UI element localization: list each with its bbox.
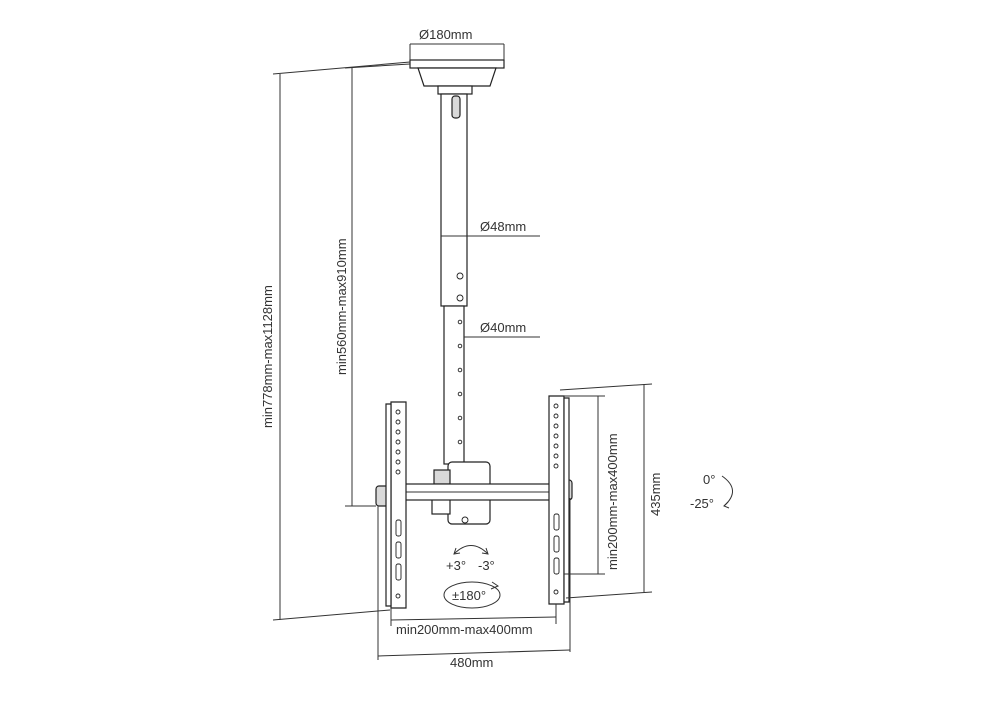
- left-vertical-bracket: [385, 401, 407, 609]
- outer-tube: [440, 93, 468, 307]
- tilt-angle-annotation: 0° -25°: [690, 472, 733, 511]
- vesa-horizontal-label: min200mm-max400mm: [396, 622, 533, 637]
- inner-tube-dimension: Ø40mm: [464, 320, 540, 338]
- total-height-label: min778mm-max1128mm: [260, 285, 275, 428]
- rotation-annotation: ±180°: [443, 581, 501, 609]
- tilt-top-label: 0°: [703, 472, 715, 487]
- level-adjust-annotation: +3° -3°: [446, 545, 495, 573]
- total-width-label: 480mm: [450, 655, 493, 670]
- vesa-vertical-dimension: min200mm-max400mm: [564, 395, 620, 575]
- ceiling-plate-label: Ø180mm: [419, 27, 472, 42]
- level-plus-label: +3°: [446, 558, 466, 573]
- ceiling-plate: [409, 59, 505, 95]
- vesa-vertical-label: min200mm-max400mm: [605, 433, 620, 570]
- pole-length-label: min560mm-max910mm: [334, 238, 349, 375]
- total-height-dimension: min778mm-max1128mm: [260, 61, 411, 621]
- outer-tube-dimension: Ø48mm: [467, 219, 540, 237]
- level-minus-label: -3°: [478, 558, 495, 573]
- vesa-horizontal-dimension: min200mm-max400mm: [390, 604, 557, 637]
- rotation-label: ±180°: [452, 588, 486, 603]
- ceiling-plate-dimension: Ø180mm: [409, 27, 505, 60]
- outer-tube-label: Ø48mm: [480, 219, 526, 234]
- pole-length-dimension: min560mm-max910mm: [334, 63, 411, 507]
- bracket-height-label: 435mm: [648, 473, 663, 516]
- tilt-bottom-label: -25°: [690, 496, 714, 511]
- inner-tube-label: Ø40mm: [480, 320, 526, 335]
- total-width-dimension: 480mm: [377, 498, 571, 670]
- inner-tube: [443, 305, 465, 465]
- bracket-height-dimension: 435mm: [559, 383, 663, 599]
- right-vertical-bracket: [548, 395, 570, 605]
